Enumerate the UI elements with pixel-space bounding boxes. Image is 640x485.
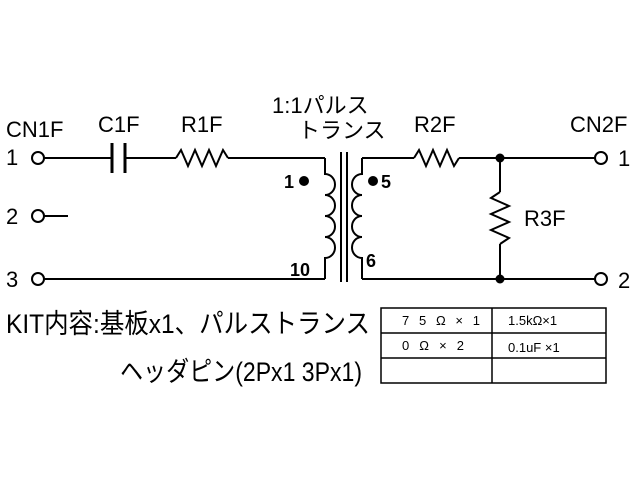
connector-right-terminal-1 xyxy=(594,151,608,165)
transformer-pin-10: 10 xyxy=(290,260,310,280)
parts-table-cell: 1.5kΩ×1 xyxy=(508,313,557,328)
kit-contents-line2: ヘッダピン(2Px1 3Px1) xyxy=(120,357,362,387)
parts-table-border xyxy=(380,307,607,384)
connector-left-pin-2: 2 xyxy=(6,204,18,229)
parts-table-cell: 0.1uF ×1 xyxy=(508,340,560,355)
transformer-pin-6: 6 xyxy=(366,251,376,271)
connector-left-pin-1: 1 xyxy=(6,145,18,170)
capacitor-c1f-label: C1F xyxy=(98,112,140,137)
connector-right-terminal-2 xyxy=(594,272,608,286)
connector-left-pin-3: 3 xyxy=(6,267,18,292)
connector-right-name: CN2F xyxy=(570,112,627,137)
transformer-primary-coil xyxy=(324,158,336,279)
connector-left-terminal-3 xyxy=(31,272,45,286)
connector-left-name: CN1F xyxy=(6,117,63,142)
transformer-secondary-dot xyxy=(368,176,378,186)
parts-table-cell: 0Ω×2 xyxy=(402,338,464,353)
resistor-r3f xyxy=(488,191,512,245)
transformer-pin-1: 1 xyxy=(284,172,294,192)
resistor-r2f-label: R2F xyxy=(414,112,456,137)
connector-left-terminal-2 xyxy=(31,209,45,223)
connector-right-pin-2: 2 xyxy=(618,268,630,293)
transformer-label-line1: 1:1パルス xyxy=(272,93,369,118)
resistor-r1f xyxy=(175,147,229,169)
parts-table: 75Ω×1 1.5kΩ×1 0Ω×2 0.1uF ×1 xyxy=(380,307,607,384)
transformer-secondary-coil xyxy=(351,158,363,279)
resistor-r1f-label: R1F xyxy=(181,112,223,137)
transformer-primary-dot xyxy=(299,176,309,186)
resistor-r2f xyxy=(413,147,460,169)
transformer-pin-5: 5 xyxy=(381,172,391,192)
resistor-r3f-label: R3F xyxy=(524,206,566,231)
parts-table-cell: 75Ω×1 xyxy=(402,313,480,328)
kit-contents-line1: KIT内容:基板x1、パルストランス xyxy=(6,309,370,339)
transformer-label-line2: トランス xyxy=(298,118,386,143)
connector-left-terminal-1 xyxy=(31,151,45,165)
connector-right-pin-1: 1 xyxy=(618,146,630,171)
